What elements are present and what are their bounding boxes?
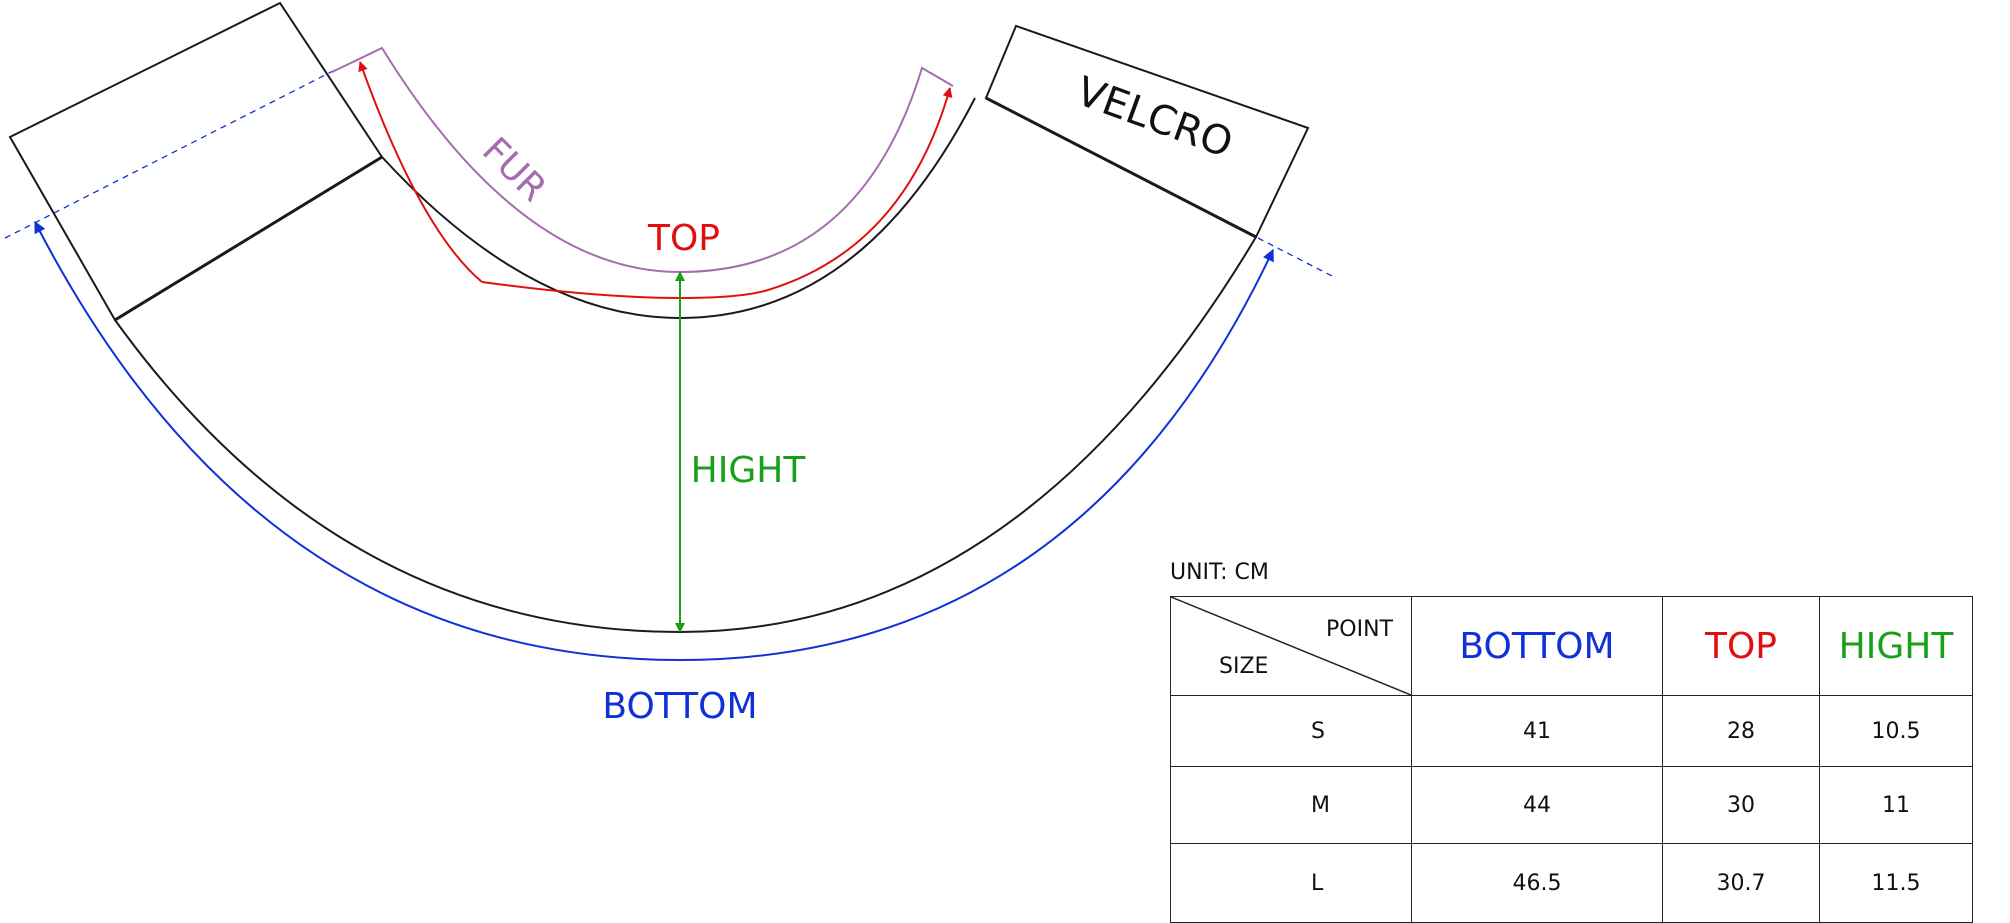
corner-size-label: SIZE [1219, 654, 1269, 679]
left-strap-edge [114, 155, 383, 322]
top-cell: 30 [1662, 766, 1820, 844]
corner-diagonal [1171, 597, 1411, 695]
size-cell: L [1170, 843, 1412, 923]
top-cell: 28 [1662, 695, 1820, 767]
velcro-strap-edge [985, 96, 1257, 239]
table-row: M 44 30 11 [1170, 766, 1973, 844]
top-measure-line-right [767, 87, 953, 291]
unit-label: UNIT: CM [1170, 560, 1269, 585]
size-chart-table: POINT SIZE BOTTOM TOP HIGHT S 41 28 10.5… [1170, 596, 1973, 923]
bottom-cell: 41 [1411, 695, 1663, 767]
top-cell: 30.7 [1662, 843, 1820, 923]
corner-point-label: POINT [1326, 617, 1393, 642]
velcro-label: VELCRO [1070, 68, 1238, 167]
left-dashed-guide [4, 69, 336, 239]
size-cell: S [1170, 695, 1412, 767]
size-cell: M [1170, 766, 1412, 844]
hight-cell: 11 [1819, 766, 1973, 844]
top-label: TOP [647, 218, 720, 259]
bottom-measure-line [34, 220, 1274, 662]
bottom-cell: 44 [1411, 766, 1663, 844]
table-header-row: POINT SIZE BOTTOM TOP HIGHT [1170, 596, 1973, 696]
left-strap [8, 1, 384, 322]
top-measure-line [358, 61, 483, 283]
hight-cell: 10.5 [1819, 695, 1973, 767]
header-top: TOP [1662, 596, 1820, 696]
hight-label: HIGHT [691, 450, 807, 491]
header-hight: HIGHT [1819, 596, 1973, 696]
table-row: S 41 28 10.5 [1170, 695, 1973, 767]
table-row: L 46.5 30.7 11.5 [1170, 843, 1973, 923]
corner-header-cell: POINT SIZE [1170, 596, 1412, 696]
top-measure-line-center [481, 281, 769, 300]
fur-outline [331, 46, 954, 274]
hight-cell: 11.5 [1819, 843, 1973, 923]
bottom-cell: 46.5 [1411, 843, 1663, 923]
fur-label: FUR [474, 130, 554, 210]
header-bottom: BOTTOM [1411, 596, 1663, 696]
bottom-label: BOTTOM [602, 686, 757, 727]
collar-outline [114, 97, 1257, 634]
